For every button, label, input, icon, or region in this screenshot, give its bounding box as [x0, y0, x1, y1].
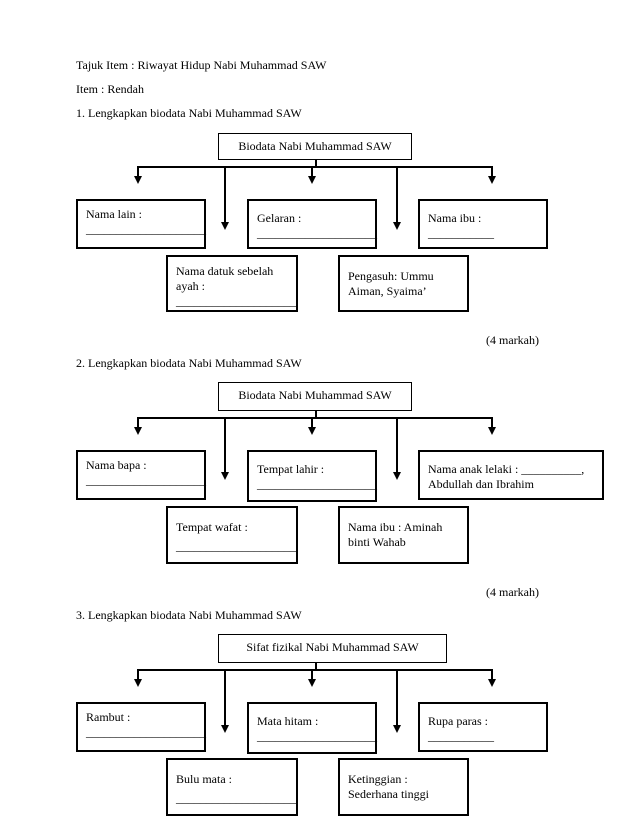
- q2-box-b-blank[interactable]: ____________________: [257, 477, 377, 491]
- q3-drop-d: [224, 669, 226, 727]
- q1-box-e-line2: Aiman, Syaima’: [348, 284, 427, 298]
- q2-box-tempat-wafat: Tempat wafat : ____________________: [166, 506, 298, 564]
- q3-arrow-e: [393, 725, 401, 733]
- q3-box-b-label: Mata hitam :: [257, 714, 319, 728]
- q1-arrow-e: [393, 222, 401, 230]
- q2-box-nama-bapa: Nama bapa : ____________________: [76, 450, 206, 500]
- q3-box-bulu-mata: Bulu mata : ____________________: [166, 758, 298, 816]
- q1-top-box: Biodata Nabi Muhammad SAW: [218, 133, 412, 160]
- q2-box-nama-anak: Nama anak lelaki : __________, Abdullah …: [418, 450, 604, 500]
- q3-box-rupa-paras: Rupa paras : ___________: [418, 702, 548, 752]
- q3-box-b-blank[interactable]: ____________________: [257, 729, 377, 743]
- q1-box-d-line1: Nama datuk sebelah: [176, 264, 274, 278]
- q3-box-c-blank[interactable]: ___________: [428, 729, 494, 743]
- q3-box-e-line2: Sederhana tinggi: [348, 787, 429, 801]
- q1-arrow-b: [308, 176, 316, 184]
- q2-box-d-blank[interactable]: ____________________: [176, 539, 296, 553]
- q1-box-nama-ibu: Nama ibu : ___________: [418, 199, 548, 249]
- q3-bus: [137, 669, 492, 671]
- q2-drop-e: [396, 417, 398, 474]
- q1-box-nama-lain: Nama lain : ____________________: [76, 199, 206, 249]
- q2-arrow-e: [393, 472, 401, 480]
- q1-box-nama-datuk: Nama datuk sebelah ayah : ______________…: [166, 255, 298, 312]
- q2-box-tempat-lahir: Tempat lahir : ____________________: [247, 450, 377, 502]
- q3-drop-e: [396, 669, 398, 727]
- q3-box-mata-hitam: Mata hitam : ____________________: [247, 702, 377, 754]
- q2-arrow-a: [134, 427, 142, 435]
- q3-box-d-blank[interactable]: ____________________: [176, 791, 296, 805]
- q2-box-b-label: Tempat lahir :: [257, 462, 325, 476]
- q2-arrow-c: [488, 427, 496, 435]
- q1-box-d-blank[interactable]: ____________________: [176, 294, 296, 308]
- q1-box-e-line1: Pengasuh: Ummu: [348, 269, 434, 283]
- q3-arrow-b: [308, 679, 316, 687]
- q3-top-box: Sifat fizikal Nabi Muhammad SAW: [218, 634, 447, 663]
- q3-arrow-a: [134, 679, 142, 687]
- q1-arrow-d: [221, 222, 229, 230]
- q2-top-label: Biodata Nabi Muhammad SAW: [238, 388, 392, 402]
- q2-box-e-line2: binti Wahab: [348, 535, 406, 549]
- q3-box-c-label: Rupa paras :: [428, 714, 488, 728]
- q1-box-a-blank[interactable]: ____________________: [86, 222, 206, 236]
- q1-box-b-blank[interactable]: ____________________: [257, 226, 377, 240]
- q3-box-a-blank[interactable]: ____________________: [86, 725, 206, 739]
- item-title: Tajuk Item : Riwayat Hidup Nabi Muhammad…: [76, 58, 327, 72]
- q3-arrow-c: [488, 679, 496, 687]
- q3-box-d-label: Bulu mata :: [176, 772, 232, 786]
- q2-arrow-d: [221, 472, 229, 480]
- q2-drop-c: [491, 417, 493, 429]
- q1-drop-c: [491, 166, 493, 178]
- q3-drop-a: [137, 669, 139, 681]
- q2-bus: [137, 417, 492, 419]
- q3-drop-b: [311, 669, 313, 681]
- q2-drop-a: [137, 417, 139, 429]
- q1-box-pengasuh: Pengasuh: Ummu Aiman, Syaima’: [338, 255, 469, 312]
- q2-drop-d: [224, 417, 226, 474]
- q2-box-e-line1: Nama ibu : Aminah: [348, 520, 443, 534]
- q1-arrow-c: [488, 176, 496, 184]
- q2-top-box: Biodata Nabi Muhammad SAW: [218, 382, 412, 411]
- q3-box-e-line1: Ketinggian :: [348, 772, 408, 786]
- q1-marks: (4 markah): [486, 333, 539, 347]
- q1-box-c-blank[interactable]: ___________: [428, 226, 494, 240]
- q2-box-c-line1: Nama anak lelaki : __________,: [428, 462, 585, 476]
- q3-arrow-d: [221, 725, 229, 733]
- q2-marks: (4 markah): [486, 585, 539, 599]
- question-1-text: 1. Lengkapkan biodata Nabi Muhammad SAW: [76, 106, 302, 120]
- q2-drop-b: [311, 417, 313, 429]
- question-2-text: 2. Lengkapkan biodata Nabi Muhammad SAW: [76, 356, 302, 370]
- q3-stem: [315, 663, 317, 669]
- q3-box-rambut: Rambut : ____________________: [76, 702, 206, 752]
- q1-drop-a: [137, 166, 139, 178]
- q2-box-d-label: Tempat wafat :: [176, 520, 248, 534]
- q2-box-a-blank[interactable]: ____________________: [86, 473, 206, 487]
- q1-drop-e: [396, 166, 398, 224]
- q1-arrow-a: [134, 176, 142, 184]
- q1-box-d-line2: ayah :: [176, 279, 205, 293]
- q3-box-a-label: Rambut :: [86, 710, 131, 724]
- q2-box-a-label: Nama bapa :: [86, 458, 147, 472]
- q3-top-label: Sifat fizikal Nabi Muhammad SAW: [246, 640, 419, 654]
- q1-box-c-label: Nama ibu :: [428, 211, 482, 225]
- q1-bus: [137, 166, 492, 168]
- q1-box-gelaran: Gelaran : ____________________: [247, 199, 377, 249]
- question-3-text: 3. Lengkapkan biodata Nabi Muhammad SAW: [76, 608, 302, 622]
- item-level: Item : Rendah: [76, 82, 144, 96]
- q1-drop-d: [224, 166, 226, 224]
- q2-box-c-line2: Abdullah dan Ibrahim: [428, 477, 534, 491]
- q3-box-ketinggian: Ketinggian : Sederhana tinggi: [338, 758, 469, 816]
- q1-box-a-label: Nama lain :: [86, 207, 142, 221]
- q1-top-label: Biodata Nabi Muhammad SAW: [238, 139, 392, 153]
- q1-drop-b: [311, 166, 313, 178]
- q1-stem: [315, 160, 317, 166]
- q2-box-nama-ibu: Nama ibu : Aminah binti Wahab: [338, 506, 469, 564]
- q3-drop-c: [491, 669, 493, 681]
- q1-box-b-label: Gelaran :: [257, 211, 302, 225]
- q2-arrow-b: [308, 427, 316, 435]
- q2-stem: [315, 411, 317, 417]
